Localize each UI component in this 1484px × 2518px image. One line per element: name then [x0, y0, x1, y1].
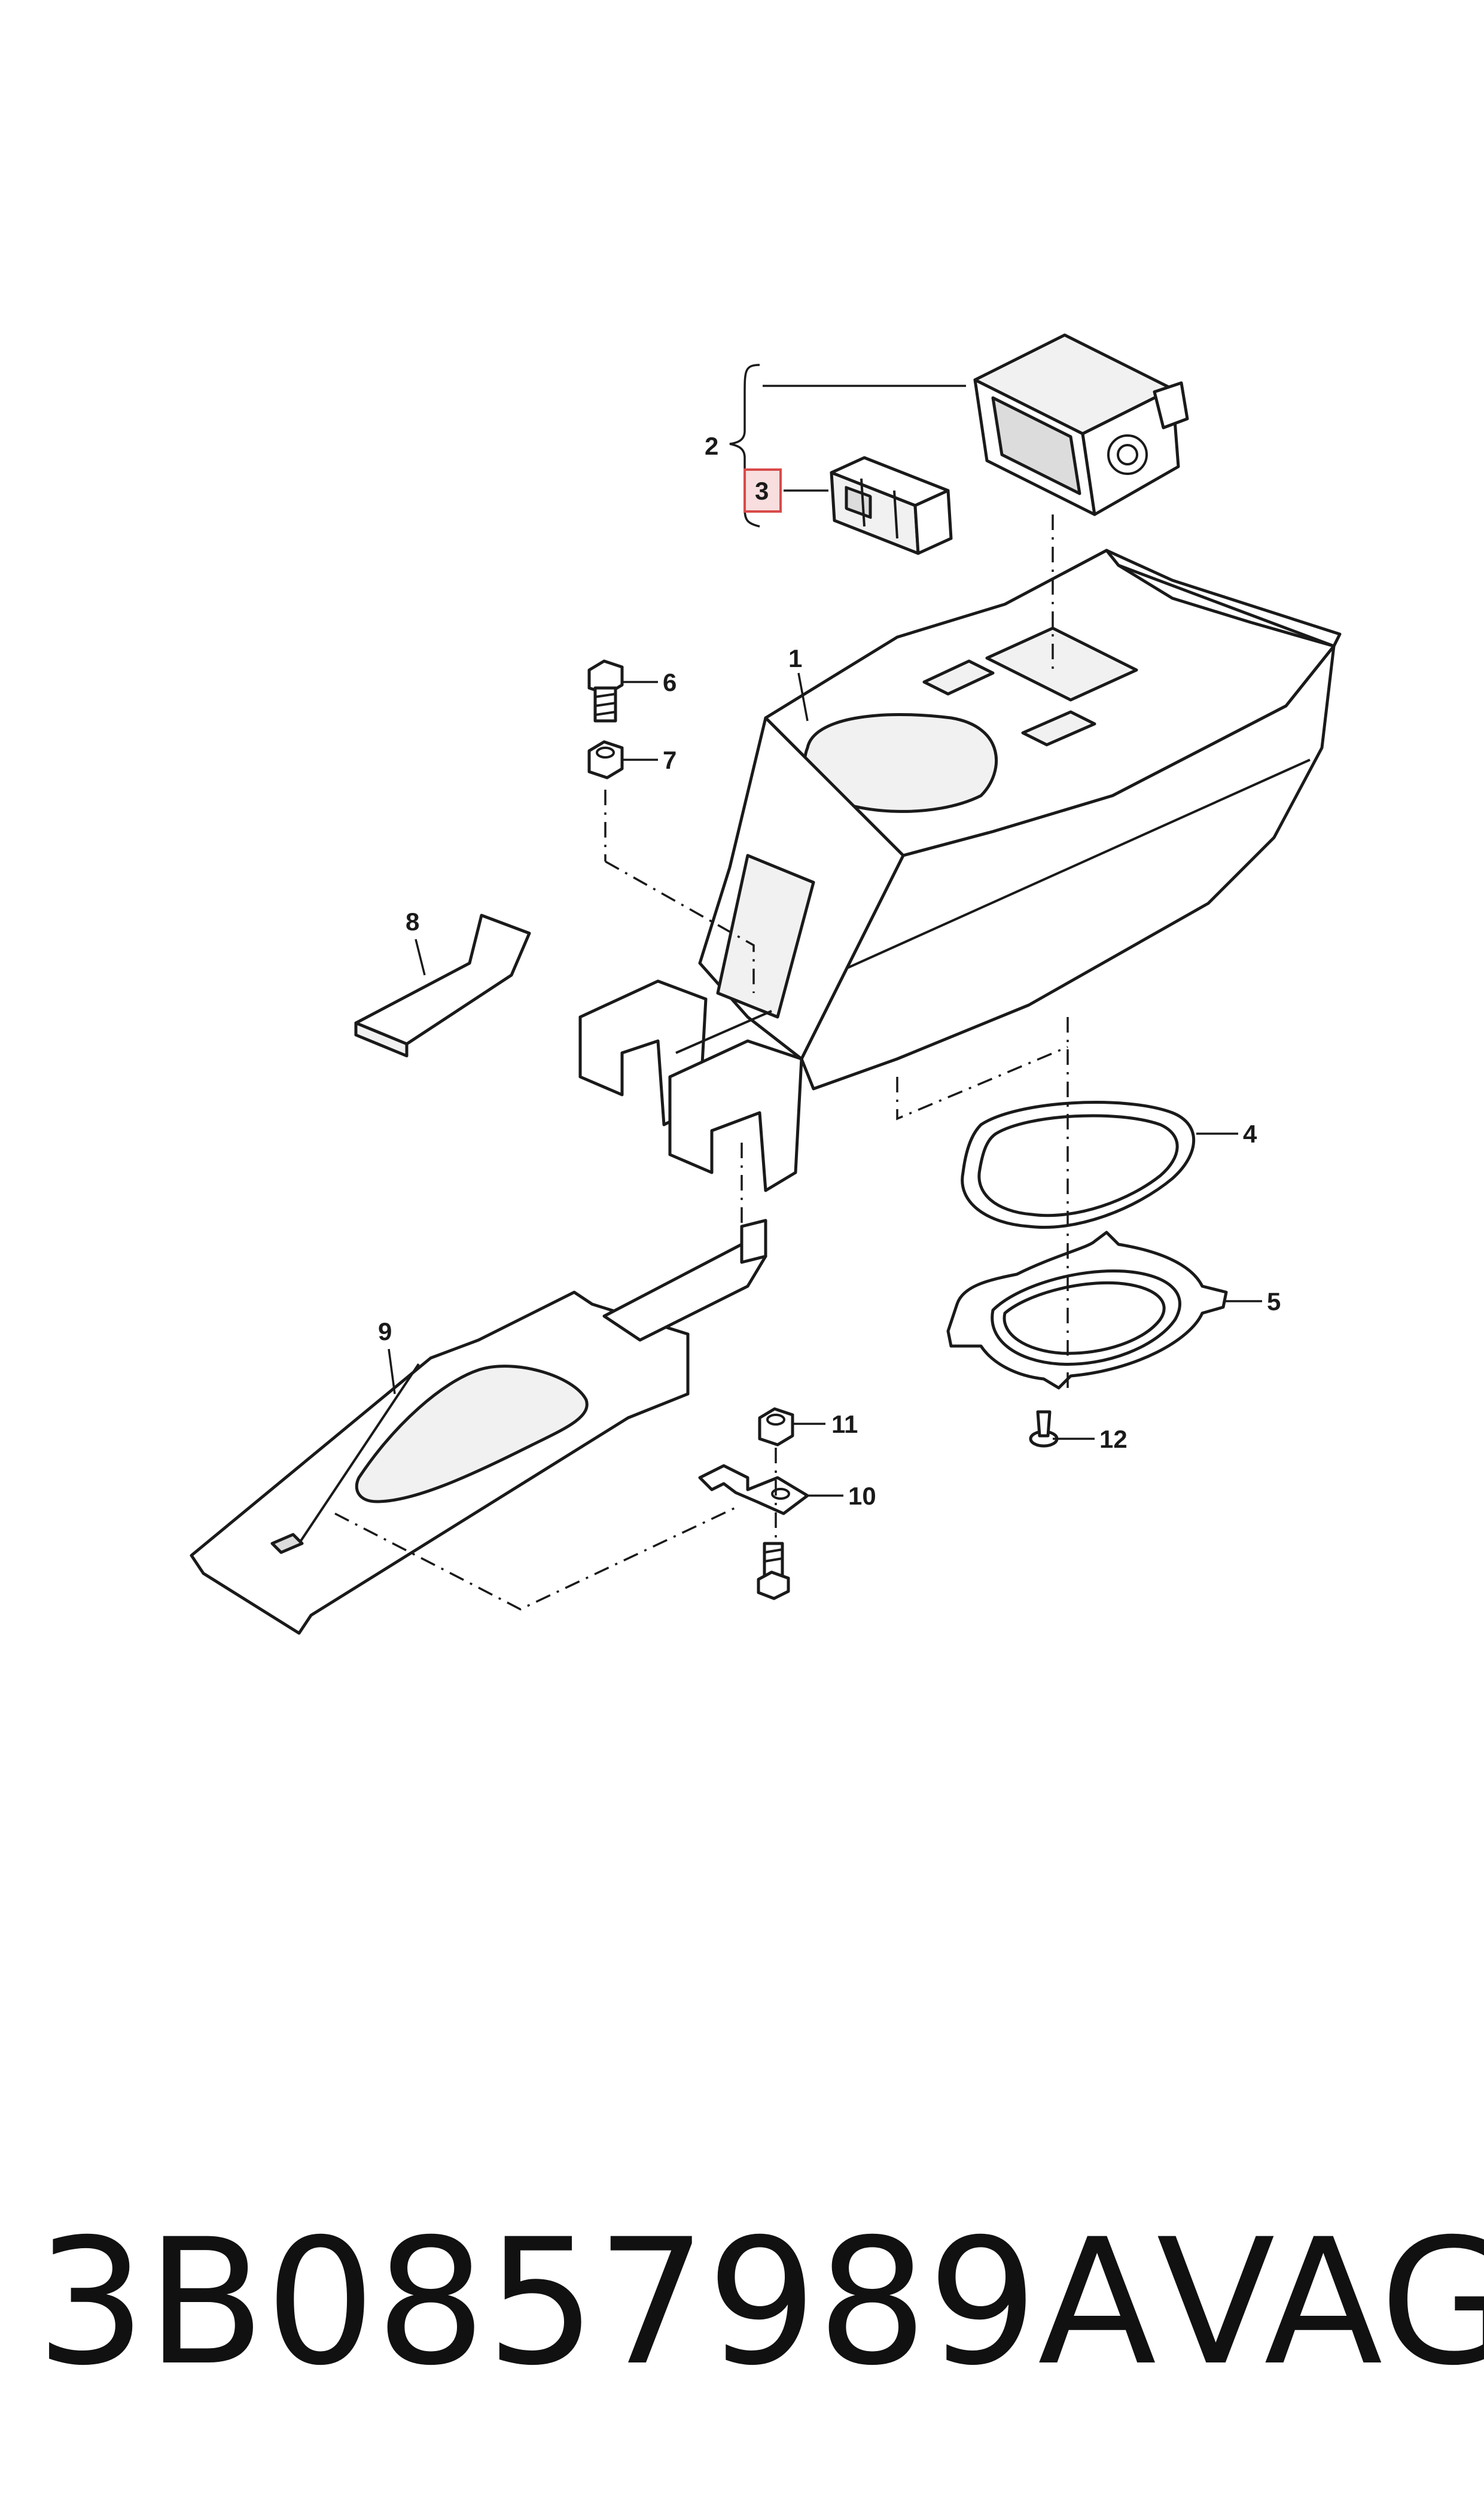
part-3-insert — [830, 456, 953, 555]
part-10-bolt — [757, 1542, 790, 1600]
brand-name: VAG — [1156, 2202, 1484, 2404]
part-10-bracket — [698, 1464, 809, 1515]
callout-10: 10 — [848, 1482, 876, 1510]
callout-8: 8 — [406, 908, 419, 936]
part-6-bolt — [587, 659, 624, 723]
callout-labels: 1 2 3 4 5 6 7 8 9 10 11 12 — [378, 432, 1281, 1510]
part-4-gasket — [961, 1101, 1196, 1229]
part-2-storage-compartment — [973, 333, 1189, 516]
assembly-guide-lines — [334, 514, 1069, 1610]
callout-7: 7 — [663, 746, 677, 774]
part-number-caption: 3B0857989A VAG — [36, 2202, 1484, 2404]
part-1-center-console — [578, 549, 1342, 1192]
part-11-nut — [758, 1407, 794, 1447]
group-bracket-2 — [729, 364, 760, 528]
part-8-trim-strip — [354, 914, 531, 1058]
callout-9: 9 — [378, 1317, 392, 1345]
part-5-frame — [946, 1231, 1228, 1390]
callout-11: 11 — [831, 1410, 858, 1438]
callout-5: 5 — [1267, 1287, 1281, 1316]
callout-3: 3 — [755, 477, 769, 505]
callout-2: 2 — [705, 432, 718, 460]
part-9-cover — [190, 1219, 767, 1635]
part-number: 3B0857989A — [36, 2202, 1157, 2404]
part-12-screw — [1029, 1410, 1059, 1448]
callout-12: 12 — [1099, 1425, 1128, 1453]
callout-6: 6 — [663, 668, 677, 696]
callout-3-highlight — [743, 468, 782, 513]
callout-1: 1 — [788, 644, 802, 672]
leader-lines — [388, 385, 1262, 1497]
callout-4: 4 — [1243, 1120, 1257, 1148]
part-7-nut — [587, 740, 624, 780]
